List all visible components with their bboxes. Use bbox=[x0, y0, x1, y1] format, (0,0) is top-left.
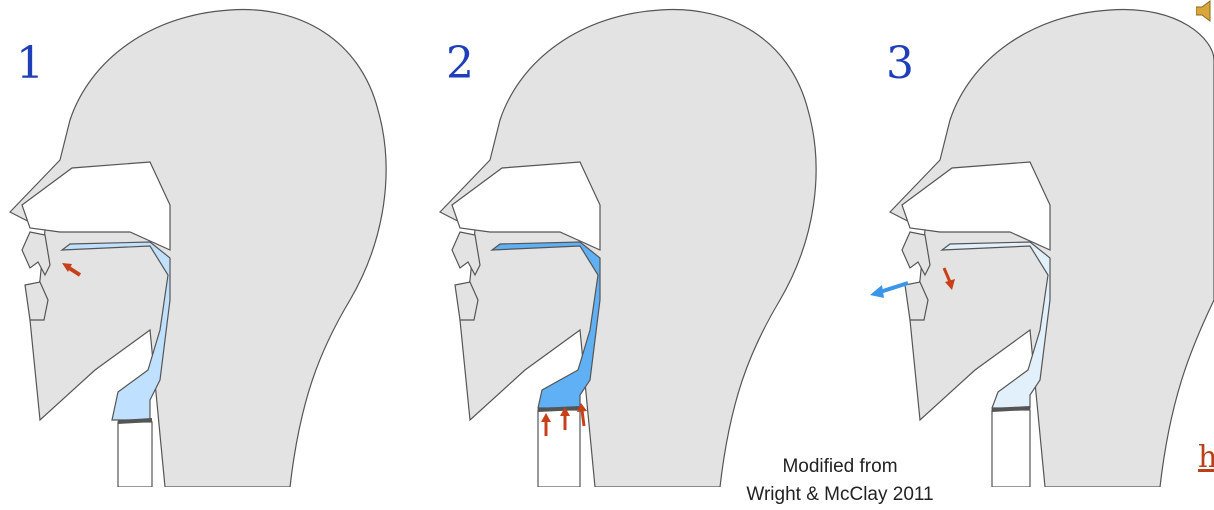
speaker-icon[interactable] bbox=[1196, 0, 1214, 26]
panel-2: 2 bbox=[430, 0, 860, 487]
panel-number: 2 bbox=[446, 42, 474, 86]
caption-line-1: Modified from bbox=[782, 456, 897, 477]
head-diagram-2 bbox=[430, 0, 860, 487]
panel-3: 3 bbox=[860, 0, 1214, 487]
vocal-folds bbox=[118, 420, 152, 422]
panel-1: 1 bbox=[0, 0, 430, 487]
arrow-airflow-out bbox=[870, 283, 908, 298]
vocal-folds bbox=[992, 408, 1030, 410]
panel-number: 1 bbox=[16, 42, 44, 86]
link-fragment[interactable]: h bbox=[1198, 440, 1214, 475]
source-caption: Modified from Wright & McClay 2011 bbox=[700, 452, 980, 482]
vocal-folds bbox=[538, 408, 580, 410]
head-silhouette bbox=[890, 10, 1214, 487]
head-diagram-1 bbox=[0, 0, 430, 487]
trachea bbox=[118, 422, 152, 487]
panel-number: 3 bbox=[886, 42, 914, 86]
caption-line-2: Wright & McClay 2011 bbox=[700, 480, 980, 510]
trachea bbox=[992, 410, 1030, 487]
